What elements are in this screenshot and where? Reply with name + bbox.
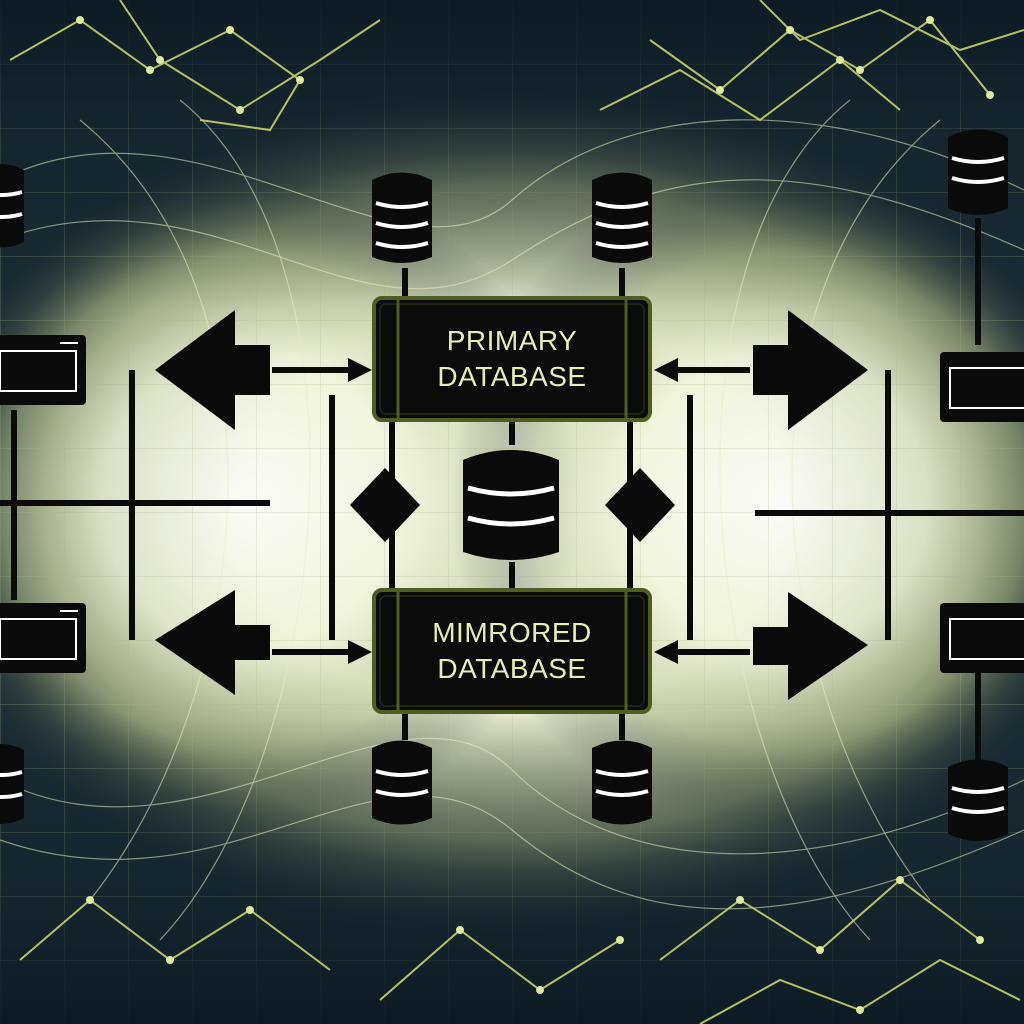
database-cylinder-icon bbox=[0, 164, 24, 248]
database-cylinder-icon bbox=[463, 450, 559, 560]
server-unit-icon bbox=[0, 335, 86, 405]
pointer-arrows bbox=[272, 358, 750, 664]
arrow-icon bbox=[272, 358, 750, 664]
database-cylinder-icon bbox=[0, 744, 24, 824]
network-nodes bbox=[76, 16, 994, 1014]
mirrored-database-box[interactable] bbox=[372, 588, 652, 714]
big-arrows bbox=[155, 310, 868, 700]
database-cylinder-icon bbox=[372, 172, 432, 263]
server-unit-icon bbox=[940, 352, 1024, 422]
diamond-icon bbox=[605, 468, 675, 542]
database-cylinder-icon bbox=[948, 129, 1008, 215]
database-cylinder-icon bbox=[592, 740, 652, 825]
arrow-icon bbox=[753, 592, 868, 700]
diamonds bbox=[350, 468, 675, 542]
server-units bbox=[0, 335, 1024, 673]
database-cylinder-icon bbox=[372, 740, 432, 825]
database-cylinder-icon bbox=[948, 759, 1008, 841]
server-unit-icon bbox=[0, 603, 86, 673]
arrow-icon bbox=[155, 590, 270, 695]
database-cylinders bbox=[0, 129, 1008, 841]
server-unit-icon bbox=[940, 603, 1024, 673]
database-cylinder-icon bbox=[592, 172, 652, 263]
arrow-icon bbox=[753, 310, 868, 430]
primary-database-box[interactable] bbox=[372, 296, 652, 422]
light-strands bbox=[0, 99, 1024, 941]
diamond-icon bbox=[350, 468, 420, 542]
arrow-icon bbox=[155, 310, 270, 430]
